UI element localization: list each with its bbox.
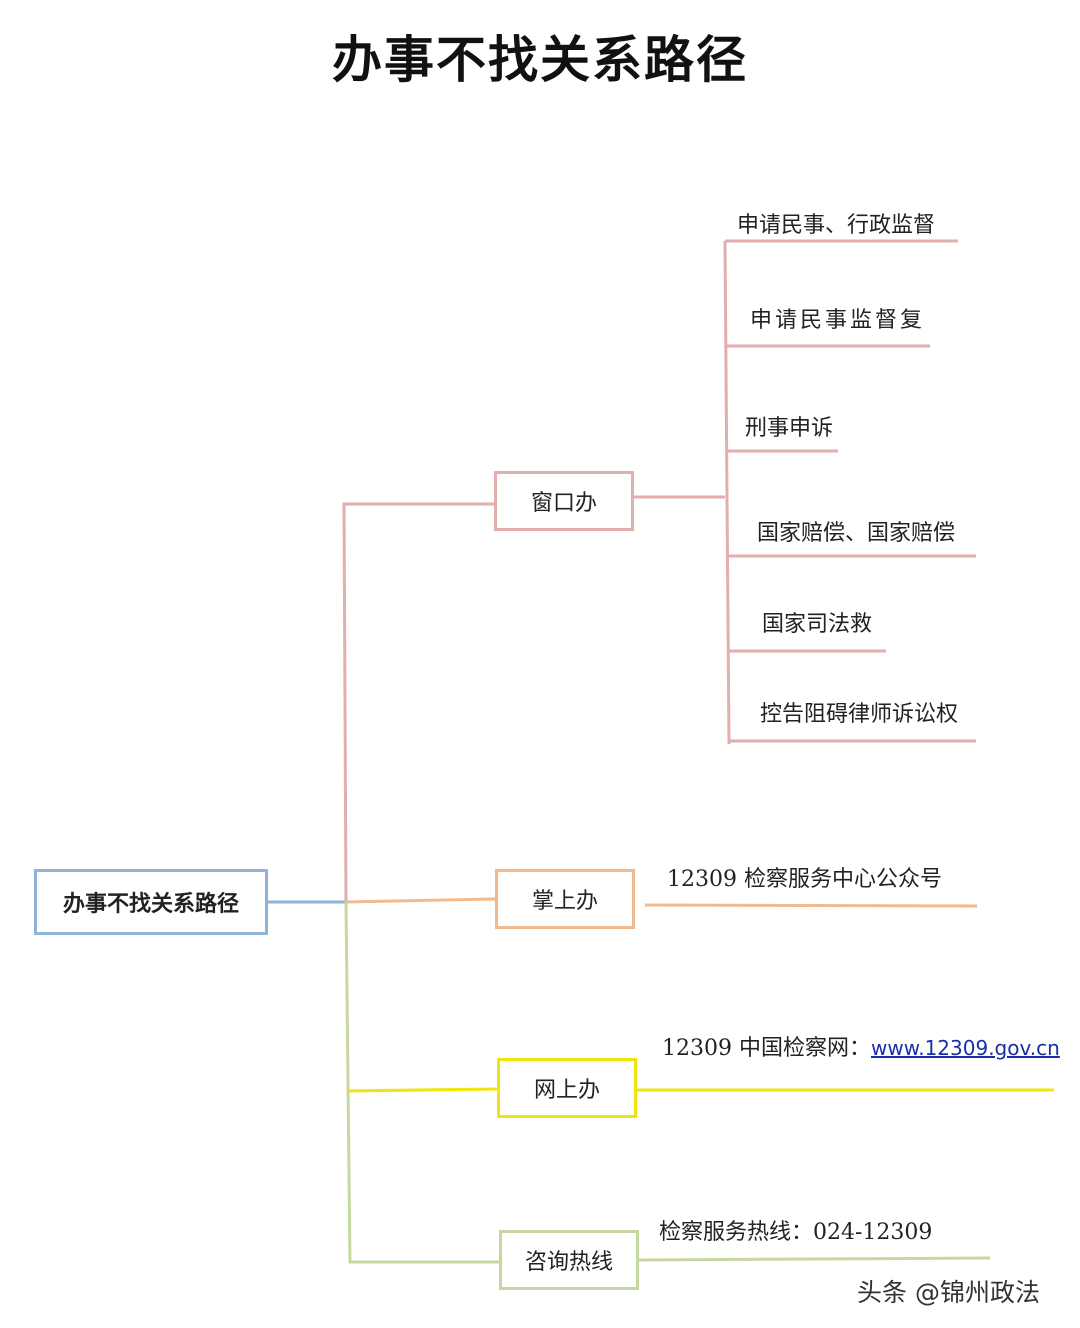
website-link[interactable]: www.12309.gov.cn	[870, 1036, 1060, 1060]
branch-palm-office: 掌上办	[495, 869, 635, 929]
leaf-civil-admin-supervision: 申请民事、行政监督	[737, 213, 936, 238]
leaf-wechat-account: 12309 检察服务中心公众号	[667, 867, 942, 892]
root-node: 办事不找关系路径	[34, 869, 268, 935]
branch-hotline: 咨询热线	[499, 1230, 639, 1290]
branch-window-office: 窗口办	[494, 471, 634, 531]
leaf-procuratorate-website: 12309 中国检察网：www.12309.gov.cn	[662, 1030, 1060, 1062]
leaf-service-hotline: 检察服务热线：024-12309	[659, 1220, 933, 1245]
leaf-lawyer-rights-complaint: 控告阻碍律师诉讼权	[760, 702, 959, 727]
leaf-criminal-appeal: 刑事申诉	[745, 416, 834, 441]
leaf-state-compensation: 国家赔偿、国家赔偿	[757, 521, 956, 546]
page-title: 办事不找关系路径	[332, 30, 748, 89]
watermark: 头条 @锦州政法	[857, 1278, 1040, 1307]
leaf-judicial-aid: 国家司法救	[762, 612, 873, 637]
branch-online-office: 网上办	[497, 1058, 637, 1118]
leaf-civil-supervision-review: 申请民事监督复	[750, 308, 926, 333]
website-label: 12309 中国检察网：	[662, 1036, 871, 1061]
